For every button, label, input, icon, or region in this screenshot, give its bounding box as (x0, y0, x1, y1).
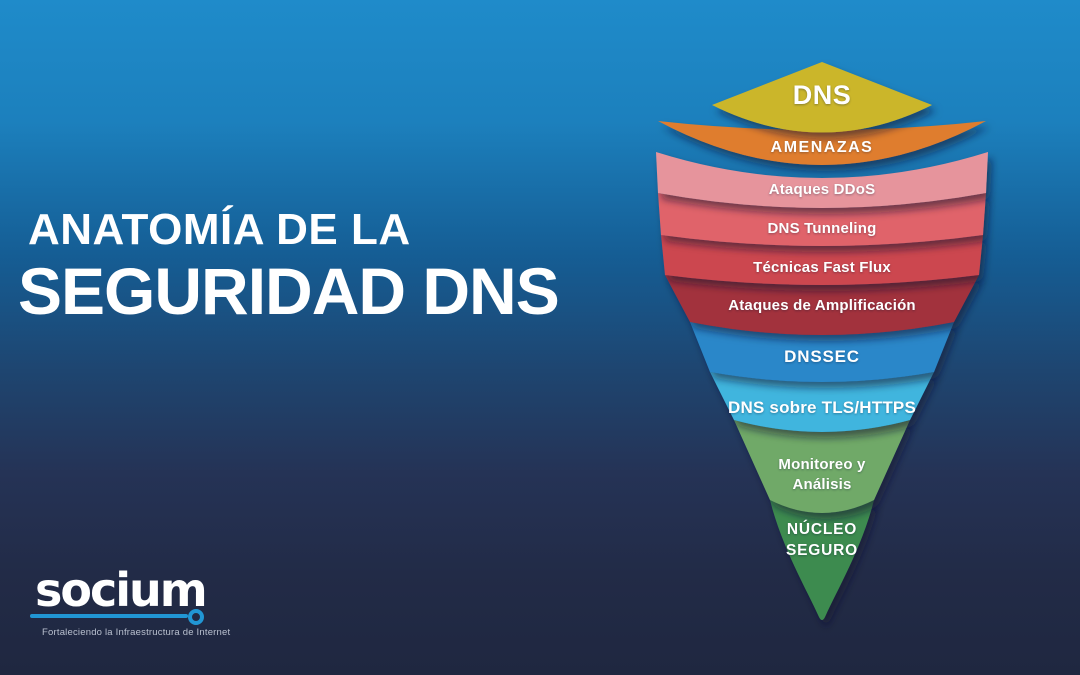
logo-ring-icon (188, 609, 204, 625)
funnel-layer-amplificacion-shape (665, 275, 979, 335)
funnel-label-nucleo-line1: NÚCLEO (786, 521, 858, 538)
funnel-label-tunneling: DNS Tunneling (767, 220, 877, 237)
funnel-label-fastflux: Técnicas Fast Flux (753, 259, 891, 276)
funnel-label-monitoreo-line1: Monitoreo y (778, 456, 866, 473)
funnel-label-amplificacion: Ataques de Amplificación (728, 297, 916, 314)
page-title-line1: ANATOMÍA DE LA (28, 205, 411, 254)
funnel-layer-fastflux-shape (661, 235, 983, 285)
funnel-label-monitoreo: Monitoreo y Análisis (732, 455, 912, 495)
funnel-label-dns: DNS (792, 80, 852, 110)
funnel-label-monitoreo-line2: Análisis (792, 476, 852, 493)
socium-wordmark: socium (35, 563, 208, 617)
funnel-label-ddos: Ataques DDoS (768, 181, 876, 198)
funnel-layer-tls-shape (710, 372, 934, 432)
socium-logo: socium Fortaleciendo la Infraestructura … (30, 563, 260, 638)
page-title-line2: SEGURIDAD DNS (18, 254, 560, 328)
funnel-layer-amenazas-shape (658, 121, 986, 165)
funnel-layer-dnssec-shape (690, 322, 954, 382)
funnel-label-tls: DNS sobre TLS/HTTPS (728, 398, 916, 417)
funnel-label-nucleo: NÚCLEO SEGURO (742, 519, 902, 561)
logo-underline (30, 614, 188, 618)
logo-tagline: Fortaleciendo la Infraestructura de Inte… (42, 627, 231, 638)
funnel-label-nucleo-line2: SEGURO (786, 542, 858, 559)
logo-underline-row (30, 609, 260, 625)
funnel-label-amenazas: AMENAZAS (770, 139, 874, 156)
page-title: ANATOMÍA DE LA SEGURIDAD DNS (18, 205, 560, 328)
funnel-layer-tunneling-shape (658, 193, 986, 246)
funnel-layer-nucleo-shape (770, 500, 874, 620)
funnel-layer-dns-shape (712, 62, 932, 133)
funnel-label-dnssec: DNSSEC (784, 347, 860, 366)
funnel-layer-ddos-shape (656, 152, 988, 208)
funnel-layer-monitoreo-shape (734, 420, 910, 513)
